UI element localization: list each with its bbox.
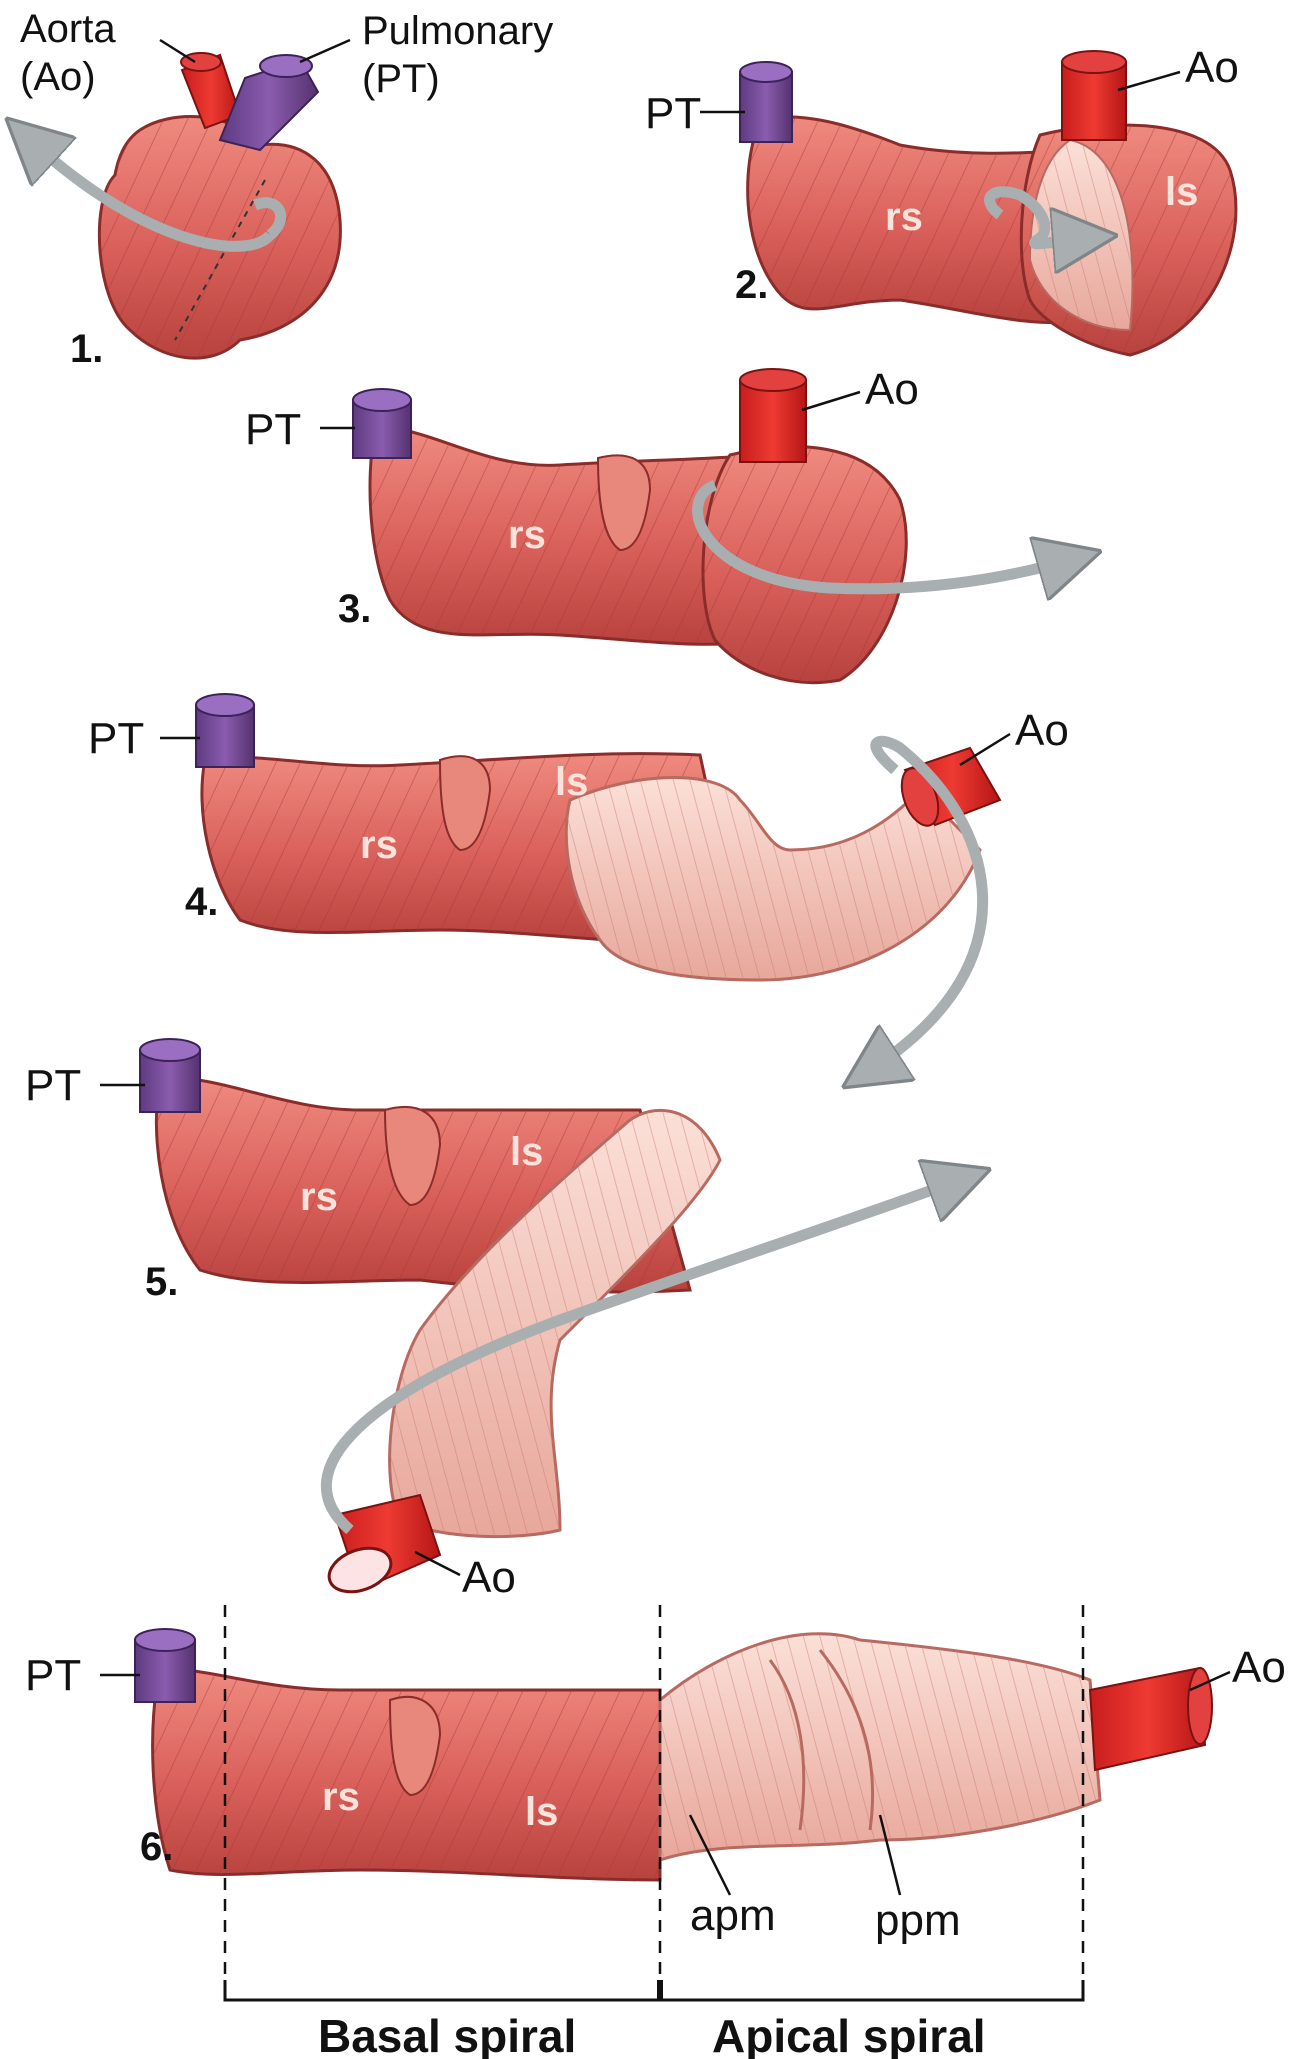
pulmonary-label-line2: (PT)	[362, 57, 440, 101]
pulmonary-trunk-vessel	[740, 62, 792, 142]
rs-label-3: rs	[508, 513, 546, 557]
pulmonary-trunk-vessel	[135, 1629, 195, 1702]
panel-2: PT Ao rs ls 2.	[645, 43, 1239, 355]
aorta-vessel	[1062, 51, 1126, 140]
aorta-label-line2: (Ao)	[20, 55, 96, 99]
ls-label-2: ls	[1165, 170, 1198, 214]
ls-label-4: ls	[555, 760, 588, 804]
ls-label-5: ls	[510, 1130, 543, 1174]
aorta-vessel	[740, 369, 806, 462]
rs-label-4: rs	[360, 823, 398, 867]
rs-label-6: rs	[322, 1775, 360, 1819]
ao-label-2: Ao	[1185, 43, 1239, 92]
step-number-5: 5.	[145, 1260, 178, 1304]
step-number-6: 6.	[140, 1825, 173, 1869]
pt-label-5: PT	[25, 1061, 81, 1110]
heart-whole	[99, 116, 340, 358]
apical-spiral-label: Apical spiral	[712, 2010, 986, 2059]
step-number-2: 2.	[735, 263, 768, 307]
apical-spiral-band	[660, 1634, 1100, 1860]
rs-label-5: rs	[300, 1175, 338, 1219]
ao-label-6: Ao	[1232, 1643, 1286, 1692]
aorta-label-line1: Aorta	[20, 7, 116, 51]
pt-label-3: PT	[245, 405, 301, 454]
step-number-1: 1.	[70, 327, 103, 371]
pulmonary-label-line1: Pulmonary	[362, 9, 553, 53]
ao-label-4: Ao	[1015, 706, 1069, 755]
step-number-4: 4.	[185, 880, 218, 924]
panel-1: Aorta (Ao) Pulmonary (PT) 1.	[20, 7, 553, 371]
ao-label-5: Ao	[462, 1553, 516, 1602]
pt-label-2: PT	[645, 89, 701, 138]
aorta-vessel	[323, 1495, 440, 1600]
panel-3: PT Ao rs 3.	[245, 365, 1070, 683]
pt-label-4: PT	[88, 714, 144, 763]
pulmonary-trunk-vessel	[353, 389, 411, 458]
apm-label: apm	[690, 1891, 776, 1940]
ls-label-6: ls	[525, 1790, 558, 1834]
pulmonary-trunk-vessel	[196, 694, 254, 767]
panel-5: PT Ao rs ls 5.	[25, 1039, 960, 1602]
pulmonary-trunk-vessel	[140, 1039, 200, 1112]
rs-label-2: rs	[885, 195, 923, 239]
basal-spiral-label: Basal spiral	[318, 2010, 576, 2059]
ao-label-3: Ao	[865, 365, 919, 414]
pt-label-6: PT	[25, 1651, 81, 1700]
aorta-vessel	[1090, 1668, 1212, 1770]
step-number-3: 3.	[338, 587, 371, 631]
spiral-bracket	[225, 1980, 1083, 2000]
pulmonary-trunk-vessel	[220, 55, 318, 150]
basal-spiral-band	[153, 1669, 660, 1880]
ppm-label: ppm	[875, 1896, 961, 1945]
panel-4: PT Ao rs ls 4.	[88, 694, 1069, 1070]
panel-6: PT Ao rs ls apm ppm 6. Basal spiral Apic…	[25, 1605, 1286, 2059]
